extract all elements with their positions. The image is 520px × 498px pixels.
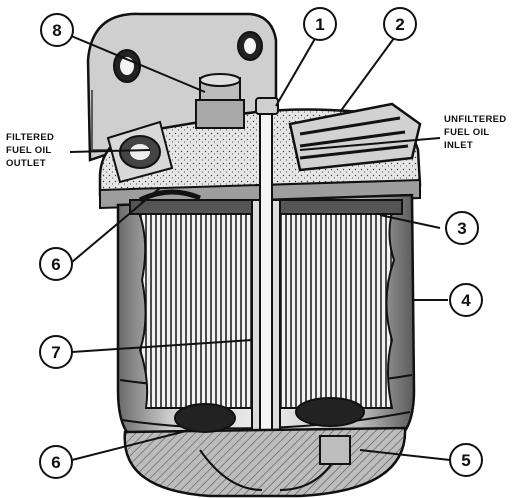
- callout-8-number: 8: [52, 21, 61, 40]
- callout-6-lower: 6: [39, 445, 73, 479]
- callout-2-number: 2: [395, 15, 404, 34]
- callout-2: 2: [383, 7, 417, 41]
- inlet-label-line1: UNFILTERED: [444, 114, 506, 125]
- outlet-label-line2: FUEL OIL: [6, 145, 52, 156]
- filter-element: [129, 198, 403, 409]
- callout-7-number: 7: [51, 343, 60, 362]
- outlet-fitting: [106, 120, 174, 184]
- callout-1-number: 1: [315, 15, 324, 34]
- inlet-fitting: [288, 102, 422, 172]
- leader-lines: [56, 29, 451, 461]
- callout-1: 1: [303, 7, 337, 41]
- callout-3: 3: [445, 211, 479, 245]
- top-seal: [138, 189, 201, 203]
- inlet-label-line3: INLET: [444, 140, 473, 151]
- callout-4: 4: [449, 283, 483, 317]
- outlet-label-line1: FILTERED: [6, 132, 54, 143]
- outlet-label: FILTERED FUEL OIL OUTLET: [6, 132, 54, 169]
- centre-tube: [251, 97, 281, 491]
- callout-5: 5: [449, 443, 483, 477]
- callout-7: 7: [39, 335, 73, 369]
- callout-6-upper-number: 6: [51, 255, 60, 274]
- callout-6-upper: 6: [39, 247, 73, 281]
- outlet-label-line3: OUTLET: [6, 158, 46, 169]
- inlet-label: UNFILTERED FUEL OIL INLET: [444, 114, 506, 151]
- callout-5-number: 5: [461, 451, 470, 470]
- callout-4-number: 4: [461, 291, 471, 310]
- callout-3-number: 3: [457, 219, 466, 238]
- callout-6-lower-number: 6: [51, 453, 60, 472]
- vent-plug: [195, 73, 245, 129]
- inlet-label-line2: FUEL OIL: [444, 127, 490, 138]
- callout-8: 8: [40, 13, 74, 47]
